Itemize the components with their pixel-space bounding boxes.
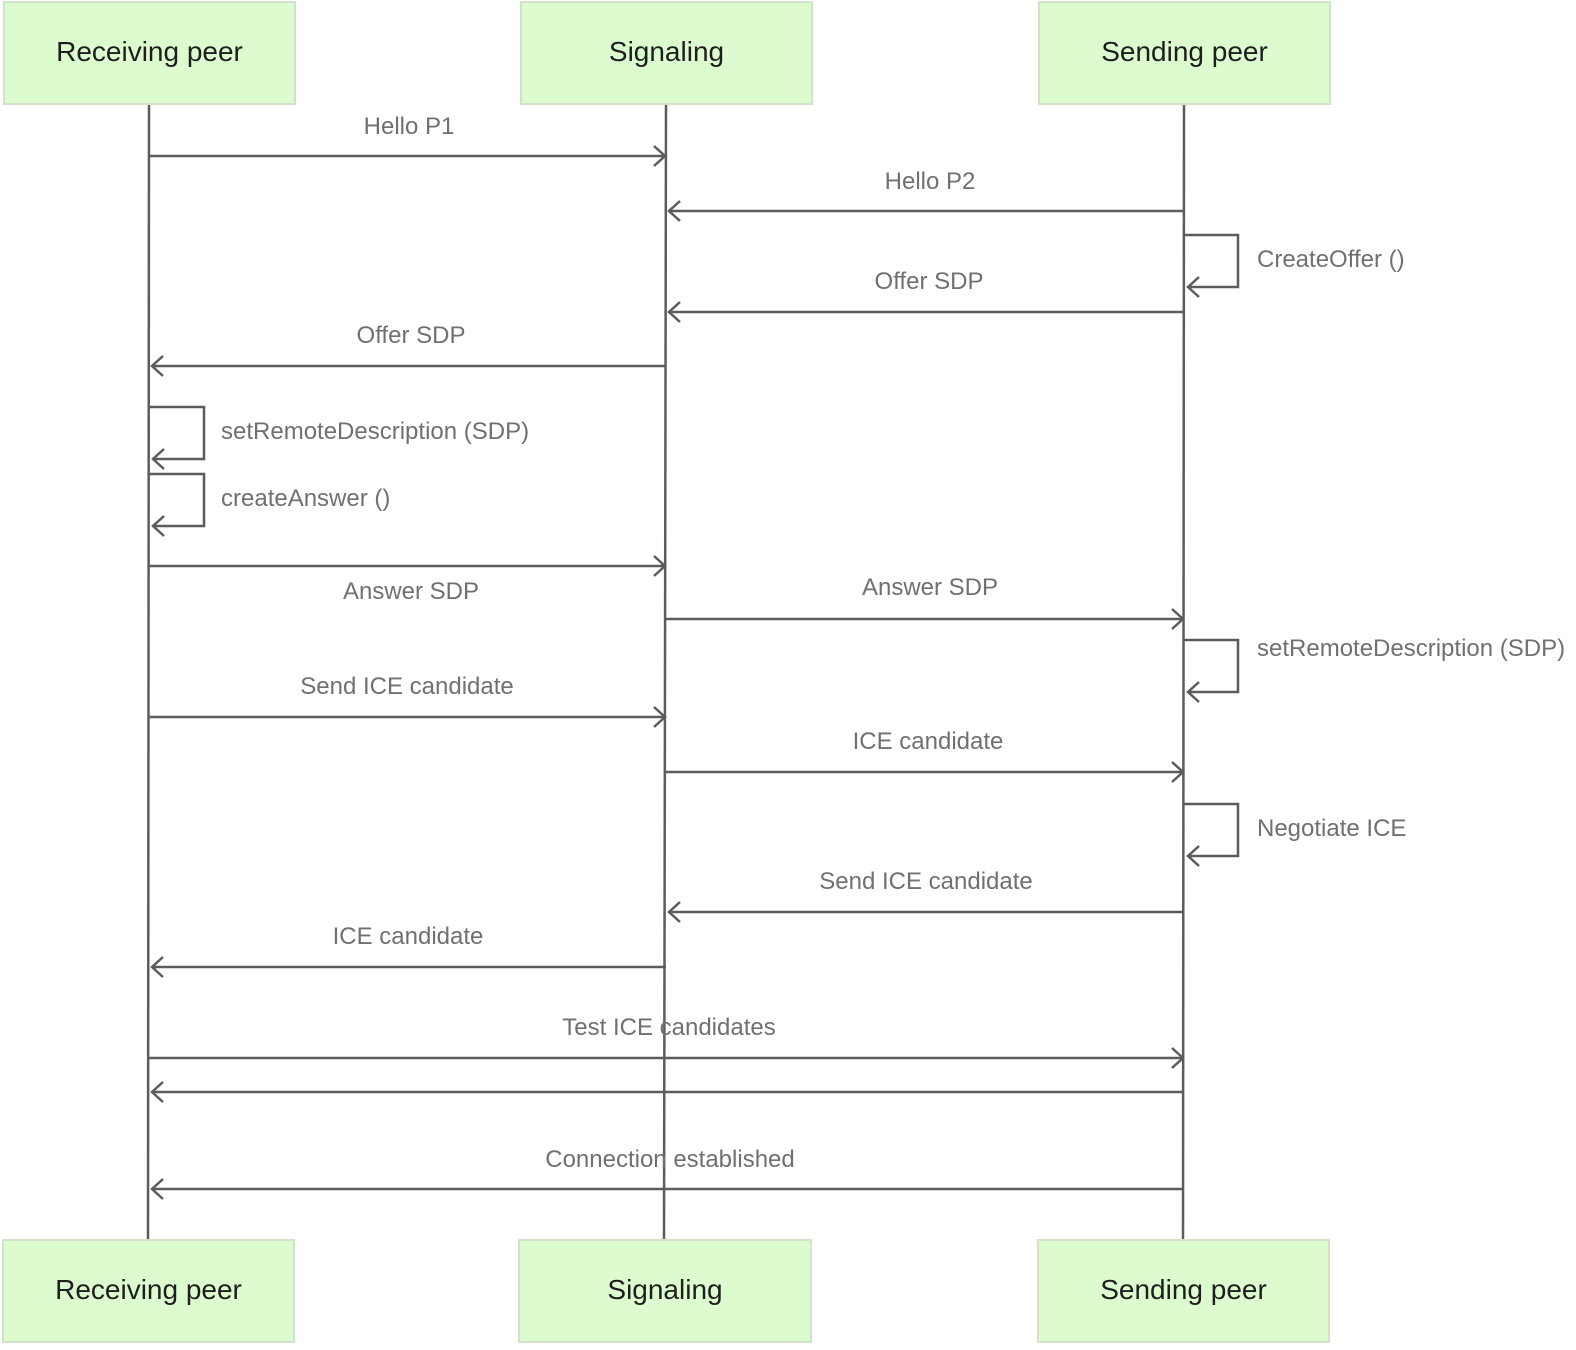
- message-label: Offer SDP: [357, 322, 466, 349]
- message-connection-established: Connection established: [150, 1146, 1183, 1200]
- message-label: Hello P2: [885, 168, 976, 195]
- message-answer-sdp-to-sending: Answer SDP: [666, 574, 1185, 630]
- participant-bottom-sending: Sending peer: [1037, 1239, 1330, 1343]
- arrowhead-right: [653, 145, 667, 167]
- arrowhead-left: [1186, 845, 1200, 867]
- arrowhead-left: [150, 1081, 164, 1103]
- arrowhead-left: [151, 448, 165, 470]
- participant-bottom-signaling: Signaling: [518, 1239, 812, 1343]
- arrowhead-left: [150, 956, 164, 978]
- lifeline-receiving: [146, 103, 151, 1241]
- self-call-negotiate-ice: Negotiate ICE: [1184, 802, 1406, 867]
- message-send-ice-candidate-to-signaling: Send ICE candidate: [149, 673, 667, 728]
- message-ice-candidate-to-sending: ICE candidate: [666, 728, 1185, 783]
- message-label: ICE candidate: [333, 923, 484, 950]
- message-offer-sdp-to-receiving: Offer SDP: [150, 322, 666, 377]
- message-label: Send ICE candidate: [300, 673, 513, 700]
- message-label: setRemoteDescription (SDP): [1257, 635, 1565, 662]
- message-ice-candidate-to-receiving: ICE candidate: [150, 923, 666, 978]
- participant-label: Sending peer: [1100, 1274, 1267, 1305]
- self-call-create-offer: CreateOffer (): [1184, 233, 1405, 298]
- participant-label: Signaling: [609, 36, 724, 67]
- participant-bottom-receiving: Receiving peer: [2, 1239, 295, 1343]
- message-label: Offer SDP: [875, 268, 984, 295]
- arrowhead-left: [1186, 276, 1200, 298]
- message-label: Send ICE candidate: [819, 868, 1032, 895]
- message-label: Answer SDP: [343, 578, 479, 605]
- participant-top-signaling: Signaling: [520, 1, 813, 105]
- message-label: setRemoteDescription (SDP): [221, 418, 529, 445]
- message-label: Connection established: [545, 1146, 795, 1173]
- message-test-ice-response: [150, 1081, 1183, 1103]
- lifeline-signaling: [662, 103, 668, 1241]
- message-label: createAnswer (): [221, 485, 390, 512]
- arrowhead-left: [667, 200, 681, 222]
- arrowhead-right: [653, 555, 667, 577]
- arrowhead-right: [1171, 1047, 1185, 1069]
- arrowhead-left: [1186, 681, 1200, 703]
- self-call-set-remote-description-sending: setRemoteDescription (SDP): [1184, 635, 1565, 703]
- participant-label: Sending peer: [1101, 36, 1268, 67]
- arrowhead-right: [1171, 608, 1185, 630]
- message-label: ICE candidate: [853, 728, 1004, 755]
- message-label: Test ICE candidates: [562, 1014, 775, 1041]
- participant-label: Receiving peer: [55, 1274, 242, 1305]
- message-answer-sdp-to-signaling: Answer SDP: [149, 555, 667, 605]
- arrowhead-left: [150, 1178, 164, 1200]
- message-hello-p1: Hello P1: [149, 113, 667, 167]
- participant-top-sending: Sending peer: [1038, 1, 1331, 105]
- participant-label: Signaling: [607, 1274, 722, 1305]
- self-call-set-remote-description-receiving: setRemoteDescription (SDP): [149, 405, 529, 470]
- arrowhead-left: [667, 901, 681, 923]
- participant-top-receiving: Receiving peer: [3, 1, 296, 105]
- message-offer-sdp-to-signaling: Offer SDP: [667, 268, 1184, 323]
- message-hello-p2: Hello P2: [667, 168, 1184, 222]
- arrowhead-right: [653, 706, 667, 728]
- arrowhead-right: [1171, 761, 1185, 783]
- message-send-ice-candidate-to-signaling-from-sending: Send ICE candidate: [667, 868, 1184, 923]
- message-label: Negotiate ICE: [1257, 815, 1406, 842]
- message-label: Answer SDP: [862, 574, 998, 601]
- arrowhead-left: [667, 301, 681, 323]
- message-label: Hello P1: [364, 113, 455, 140]
- self-call-create-answer: createAnswer (): [149, 472, 390, 537]
- lifeline-sending: [1181, 103, 1186, 1241]
- message-label: CreateOffer (): [1257, 246, 1405, 273]
- message-test-ice-candidates: Test ICE candidates: [148, 1014, 1185, 1069]
- participant-label: Receiving peer: [56, 36, 243, 67]
- arrowhead-left: [150, 355, 164, 377]
- arrowhead-left: [151, 515, 165, 537]
